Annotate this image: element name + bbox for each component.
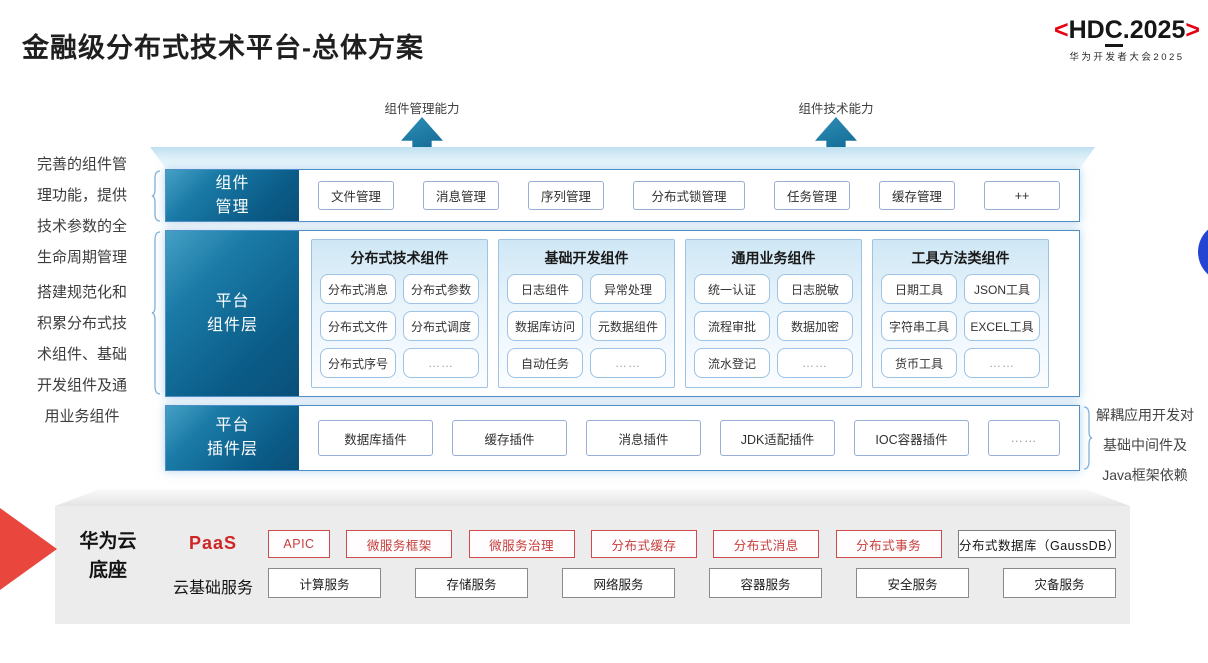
pitem: 分布式序号 xyxy=(320,348,396,378)
pitem: 日志组件 xyxy=(507,274,583,304)
paas-items: APIC 微服务框架 微服务治理 分布式缓存 分布式消息 分布式事务 分布式数据… xyxy=(268,530,1119,558)
iaas-chip-compute: 计算服务 xyxy=(268,568,381,598)
iaas-items: 计算服务 存储服务 网络服务 容器服务 安全服务 灾备服务 xyxy=(268,568,1116,598)
panel-basic-dev: 基础开发组件 日志组件 异常处理 数据库访问 元数据组件 自动任务 …… xyxy=(498,239,675,388)
paas-label: PaaS xyxy=(188,533,238,553)
chip-db-plugin: 数据库插件 xyxy=(318,420,433,456)
pitem: EXCEL工具 xyxy=(964,311,1040,341)
hdc-logo-text: <HDC.2025> xyxy=(1052,16,1202,47)
cloud-base-box xyxy=(55,506,1130,624)
iaas-chip-container: 容器服务 xyxy=(709,568,822,598)
pitem: 货币工具 xyxy=(881,348,957,378)
logo-part2: C xyxy=(1104,16,1123,47)
pitem: 统一认证 xyxy=(694,274,770,304)
layer-label-platform-components: 平台 组件层 xyxy=(166,231,299,396)
plugin-items: 数据库插件 缓存插件 消息插件 JDK适配插件 IOC容器插件 …… xyxy=(299,406,1079,470)
hdc-logo: <HDC.2025> 华为开发者大会2025 xyxy=(1052,16,1202,63)
chip-task-mgmt: 任务管理 xyxy=(774,181,850,210)
pitem: 异常处理 xyxy=(590,274,666,304)
blue-dot-decor xyxy=(1198,222,1208,282)
pitem: 日期工具 xyxy=(881,274,957,304)
chip-ioc-plugin: IOC容器插件 xyxy=(854,420,969,456)
pitem-ellipsis: …… xyxy=(777,348,853,378)
paas-chip-apic: APIC xyxy=(268,530,330,558)
pitem: 分布式文件 xyxy=(320,311,396,341)
iaas-chip-network: 网络服务 xyxy=(562,568,675,598)
chip-ellipsis: …… xyxy=(988,420,1060,456)
logo-part3: .2025 xyxy=(1122,16,1186,44)
note-decouple: 解耦应用开发对 基础中间件及 Java框架依赖 xyxy=(1096,407,1194,483)
chip-cache-plugin: 缓存插件 xyxy=(452,420,567,456)
layer-component-management: 组件 管理 文件管理 消息管理 序列管理 分布式锁管理 任务管理 缓存管理 ++ xyxy=(165,169,1080,222)
chip-sequence-mgmt: 序列管理 xyxy=(528,181,604,210)
cloud-base-label: 华为云 底座 xyxy=(79,531,137,581)
panel-utility-tools: 工具方法类组件 日期工具 JSON工具 字符串工具 EXCEL工具 货币工具 …… xyxy=(872,239,1049,388)
chip-cache-mgmt: 缓存管理 xyxy=(879,181,955,210)
paas-chip-gaussdb: 分布式数据库（GaussDB） xyxy=(957,530,1119,558)
pitem: 数据加密 xyxy=(777,311,853,341)
paas-chip-dist-msg: 分布式消息 xyxy=(713,530,820,558)
pitem: 自动任务 xyxy=(507,348,583,378)
chip-jdk-plugin: JDK适配插件 xyxy=(720,420,835,456)
pitem-ellipsis: …… xyxy=(590,348,666,378)
panel-common-business: 通用业务组件 统一认证 日志脱敏 流程审批 数据加密 流水登记 …… xyxy=(685,239,862,388)
hdc-logo-subtitle: 华为开发者大会2025 xyxy=(1069,52,1185,63)
layer-label-component-management: 组件 管理 xyxy=(166,170,299,221)
iaas-chip-dr: 灾备服务 xyxy=(1003,568,1116,598)
layer-label-platform-plugins: 平台 插件层 xyxy=(166,406,299,470)
cloud-base-top-face xyxy=(55,489,1130,506)
page-title: 金融级分布式技术平台-总体方案 xyxy=(22,33,424,63)
component-group-panels: 分布式技术组件 分布式消息 分布式参数 分布式文件 分布式调度 分布式序号 ……… xyxy=(311,239,1071,388)
pitem: 分布式消息 xyxy=(320,274,396,304)
pitem: 分布式参数 xyxy=(403,274,479,304)
iaas-chip-security: 安全服务 xyxy=(856,568,969,598)
iaas-label: 云基础服务 xyxy=(172,580,253,597)
pitem: 字符串工具 xyxy=(881,311,957,341)
left-brace-icon xyxy=(151,170,161,222)
note-component-management: 完善的组件管 理功能，提供 技术参数的全 生命周期管理 xyxy=(36,156,127,266)
left-brace-icon xyxy=(151,231,161,395)
note-platform-components: 搭建规范化和 积累分布式技 术组件、基础 开发组件及通 用业务组件 xyxy=(36,284,127,425)
red-arrow-icon xyxy=(0,508,57,590)
layer-platform-plugins: 平台 插件层 数据库插件 缓存插件 消息插件 JDK适配插件 IOC容器插件 …… xyxy=(165,405,1080,471)
logo-right-bracket: > xyxy=(1185,16,1200,44)
pitem: 流程审批 xyxy=(694,311,770,341)
chip-plus-plus: ++ xyxy=(984,181,1060,210)
capability-label-technology: 组件技术能力 xyxy=(798,102,874,116)
right-brace-icon xyxy=(1083,406,1093,470)
diagram-top-face xyxy=(150,147,1095,170)
pitem: 流水登记 xyxy=(694,348,770,378)
chip-message-mgmt: 消息管理 xyxy=(423,181,499,210)
logo-left-bracket: < xyxy=(1054,16,1069,44)
chip-dist-lock-mgmt: 分布式锁管理 xyxy=(633,181,745,210)
paas-chip-msgovern: 微服务治理 xyxy=(468,530,575,558)
paas-chip-msframework: 微服务框架 xyxy=(346,530,453,558)
pitem-ellipsis: …… xyxy=(964,348,1040,378)
pitem: JSON工具 xyxy=(964,274,1040,304)
panel-distributed-tech: 分布式技术组件 分布式消息 分布式参数 分布式文件 分布式调度 分布式序号 …… xyxy=(311,239,488,388)
chip-msg-plugin: 消息插件 xyxy=(586,420,701,456)
paas-chip-dist-txn: 分布式事务 xyxy=(835,530,942,558)
pitem: 元数据组件 xyxy=(590,311,666,341)
pitem: 分布式调度 xyxy=(403,311,479,341)
chip-file-mgmt: 文件管理 xyxy=(318,181,394,210)
pitem: 数据库访问 xyxy=(507,311,583,341)
paas-chip-dist-cache: 分布式缓存 xyxy=(590,530,697,558)
pitem-ellipsis: …… xyxy=(403,348,479,378)
component-management-items: 文件管理 消息管理 序列管理 分布式锁管理 任务管理 缓存管理 ++ xyxy=(299,170,1079,221)
layer-platform-components: 平台 组件层 分布式技术组件 分布式消息 分布式参数 分布式文件 分布式调度 分… xyxy=(165,230,1080,397)
pitem: 日志脱敏 xyxy=(777,274,853,304)
iaas-chip-storage: 存储服务 xyxy=(415,568,528,598)
capability-label-management: 组件管理能力 xyxy=(384,102,460,116)
logo-part1: HD xyxy=(1068,16,1105,44)
